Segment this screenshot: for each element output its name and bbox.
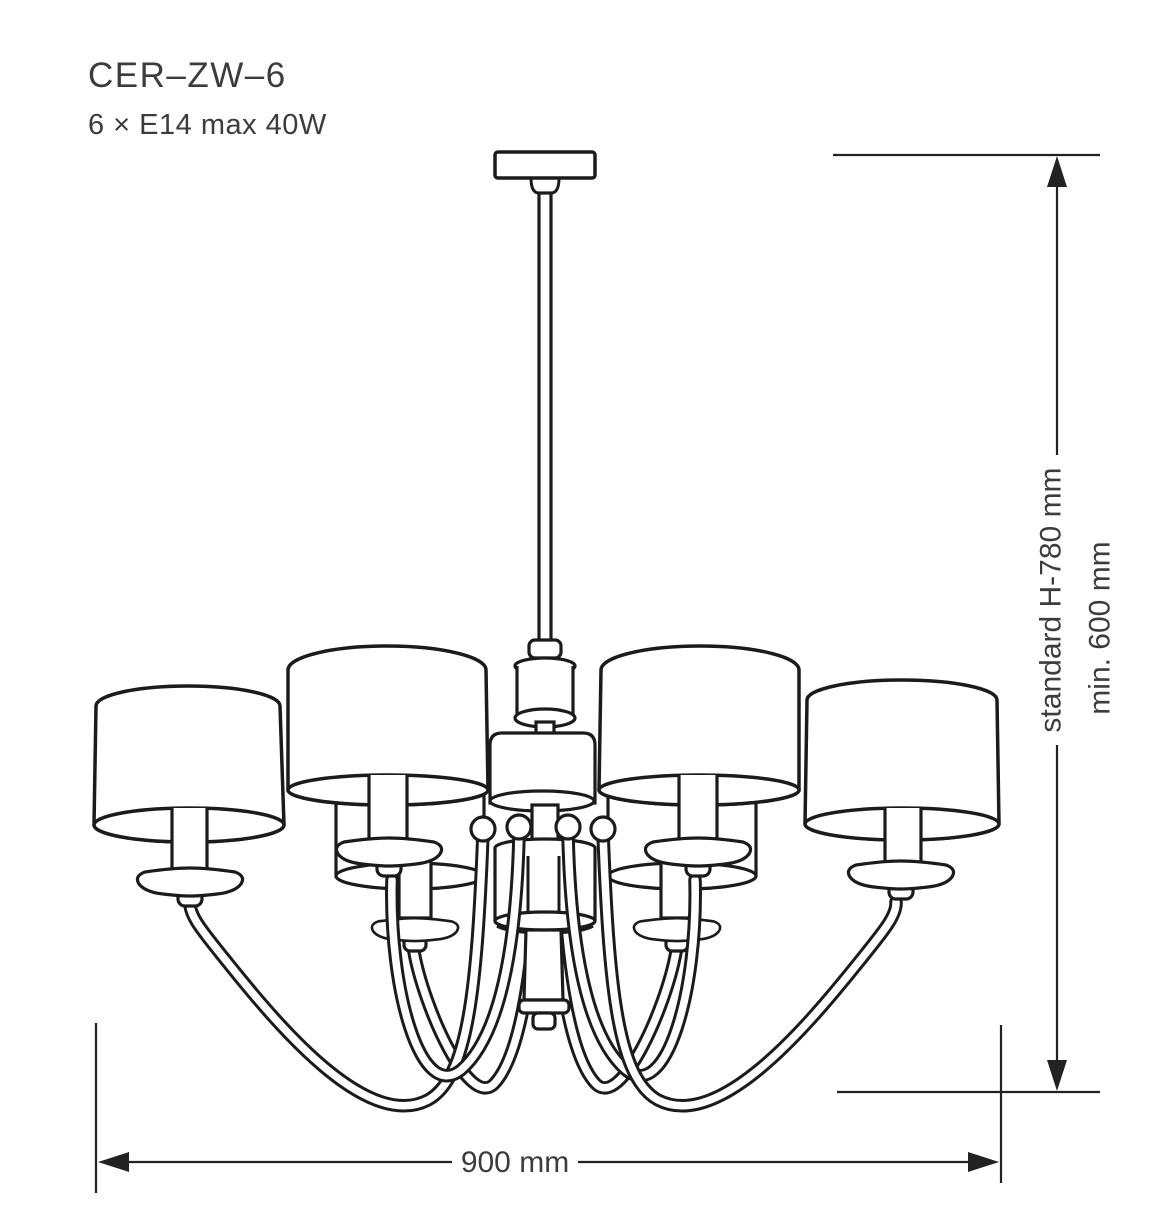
drawing-header: CER–ZW–6 6 × E14 max 40W (88, 58, 327, 142)
joint-ball (505, 813, 533, 841)
joint-ball (469, 815, 497, 843)
front-shades (92, 644, 1001, 844)
rear-left-bobeche (370, 916, 460, 943)
column-collar (527, 638, 563, 660)
far-right-candle-sleeve (883, 808, 923, 869)
dimension-annotations: standard H-780 mm min. 600 mm 900 mm (94, 153, 1117, 1193)
rear-candles (370, 863, 722, 953)
rear-left-candle-sleeve (397, 863, 433, 920)
arrow-right-icon (968, 1152, 999, 1172)
width-label: 900 mm (461, 1146, 569, 1179)
left-center-bobeche (334, 836, 444, 868)
arrow-left-icon (98, 1152, 129, 1172)
rear-right-bobeche (632, 916, 722, 943)
lamp-spec: 6 × E14 max 40W (88, 109, 327, 141)
canopy (493, 150, 597, 195)
left-center-candle-sleeve (367, 775, 409, 844)
main-cylinder (488, 731, 597, 805)
suspension-rod (537, 191, 553, 644)
arm-joint-balls (469, 813, 617, 843)
product-code: CER–ZW–6 (88, 56, 287, 95)
height-min-label: min. 600 mm (1084, 541, 1117, 714)
far-left-bobeche (135, 866, 245, 898)
canopy-dome (529, 177, 561, 195)
right-center-candle-sleeve (677, 775, 719, 844)
joint-ball (554, 813, 582, 841)
height-standard-label: standard H-780 mm (1035, 467, 1068, 732)
far-left-candle-sleeve (170, 808, 209, 874)
canopy-plate (493, 150, 597, 180)
arrow-down-icon (1047, 1060, 1067, 1091)
arrow-up-icon (1047, 156, 1067, 187)
joint-ball (589, 815, 617, 843)
column-finial-stub (531, 1011, 557, 1031)
rod (537, 191, 553, 644)
right-center-bobeche (643, 836, 753, 868)
front-candles (135, 775, 956, 908)
column-bell (522, 928, 565, 1002)
column-base-plate (517, 998, 571, 1015)
far-right-bobeche (846, 859, 956, 891)
